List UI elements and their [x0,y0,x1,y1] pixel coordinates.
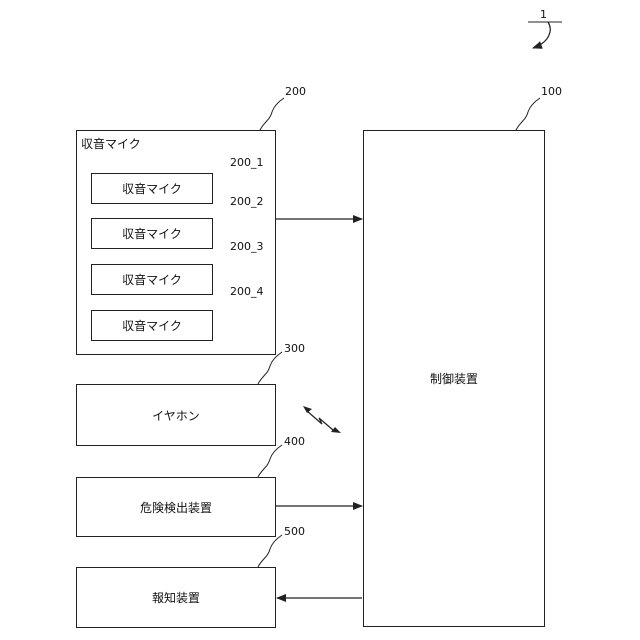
wireless-link-icon [303,406,341,433]
notifier-label: 報知装置 [152,589,200,606]
mic-box-3: 収音マイク [91,264,213,295]
figure-ref-number: 1 [540,8,547,21]
leader-300 [258,352,282,384]
danger-detector-ref: 400 [284,435,305,448]
mic-group-label: 収音マイク [81,135,141,152]
control-device-ref: 100 [541,85,562,98]
notifier-box: 報知装置 [76,567,276,628]
mic-ref-4: 200_4 [230,285,264,298]
control-device-label: 制御装置 [430,370,478,387]
leader-100 [516,98,540,130]
mic-ref-1: 200_1 [230,156,264,169]
leader-400 [258,445,282,477]
mic-label-3: 収音マイク [122,271,182,288]
figure-ref-leader [533,22,550,48]
earphone-ref: 300 [284,342,305,355]
mic-ref-2: 200_2 [230,195,264,208]
mic-box-4: 収音マイク [91,310,213,341]
earphone-box: イヤホン [76,384,276,446]
control-device-box: 制御装置 [363,130,545,627]
mic-label-4: 収音マイク [122,317,182,334]
mic-ref-3: 200_3 [230,240,264,253]
danger-detector-box: 危険検出装置 [76,477,276,537]
mic-box-2: 収音マイク [91,218,213,249]
mic-box-1: 収音マイク [91,173,213,204]
mic-group-ref: 200 [285,85,306,98]
danger-detector-label: 危険検出装置 [140,499,212,516]
leader-500 [258,535,282,567]
mic-label-2: 収音マイク [122,225,182,242]
notifier-ref: 500 [284,525,305,538]
leader-200 [260,98,284,130]
mic-label-1: 収音マイク [122,180,182,197]
earphone-label: イヤホン [152,407,200,424]
